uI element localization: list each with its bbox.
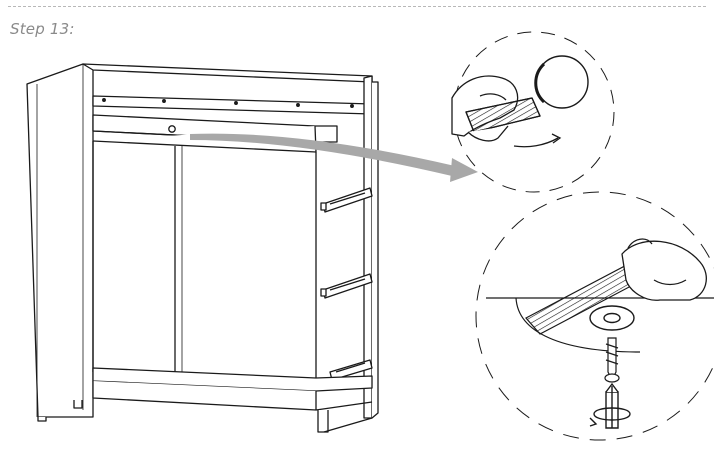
cap-cover-icon	[534, 55, 589, 109]
hand-icon-2	[621, 238, 707, 301]
hand-icon	[451, 75, 541, 142]
step-title: Step 13:	[10, 20, 75, 38]
drawer-slide-top	[320, 187, 373, 213]
cabinet-top-panel	[82, 63, 373, 83]
drawer-slide-middle	[320, 273, 373, 299]
detail-circle-attach-cap	[475, 191, 714, 441]
top-divider	[8, 6, 706, 7]
screw-icon	[604, 337, 620, 383]
detail-circle-peel-cap	[451, 31, 615, 193]
cabinet-illustration	[26, 63, 379, 433]
curved-arrow-icon	[190, 133, 455, 176]
washer-icon	[589, 305, 635, 331]
screwdriver-icon	[589, 382, 631, 429]
